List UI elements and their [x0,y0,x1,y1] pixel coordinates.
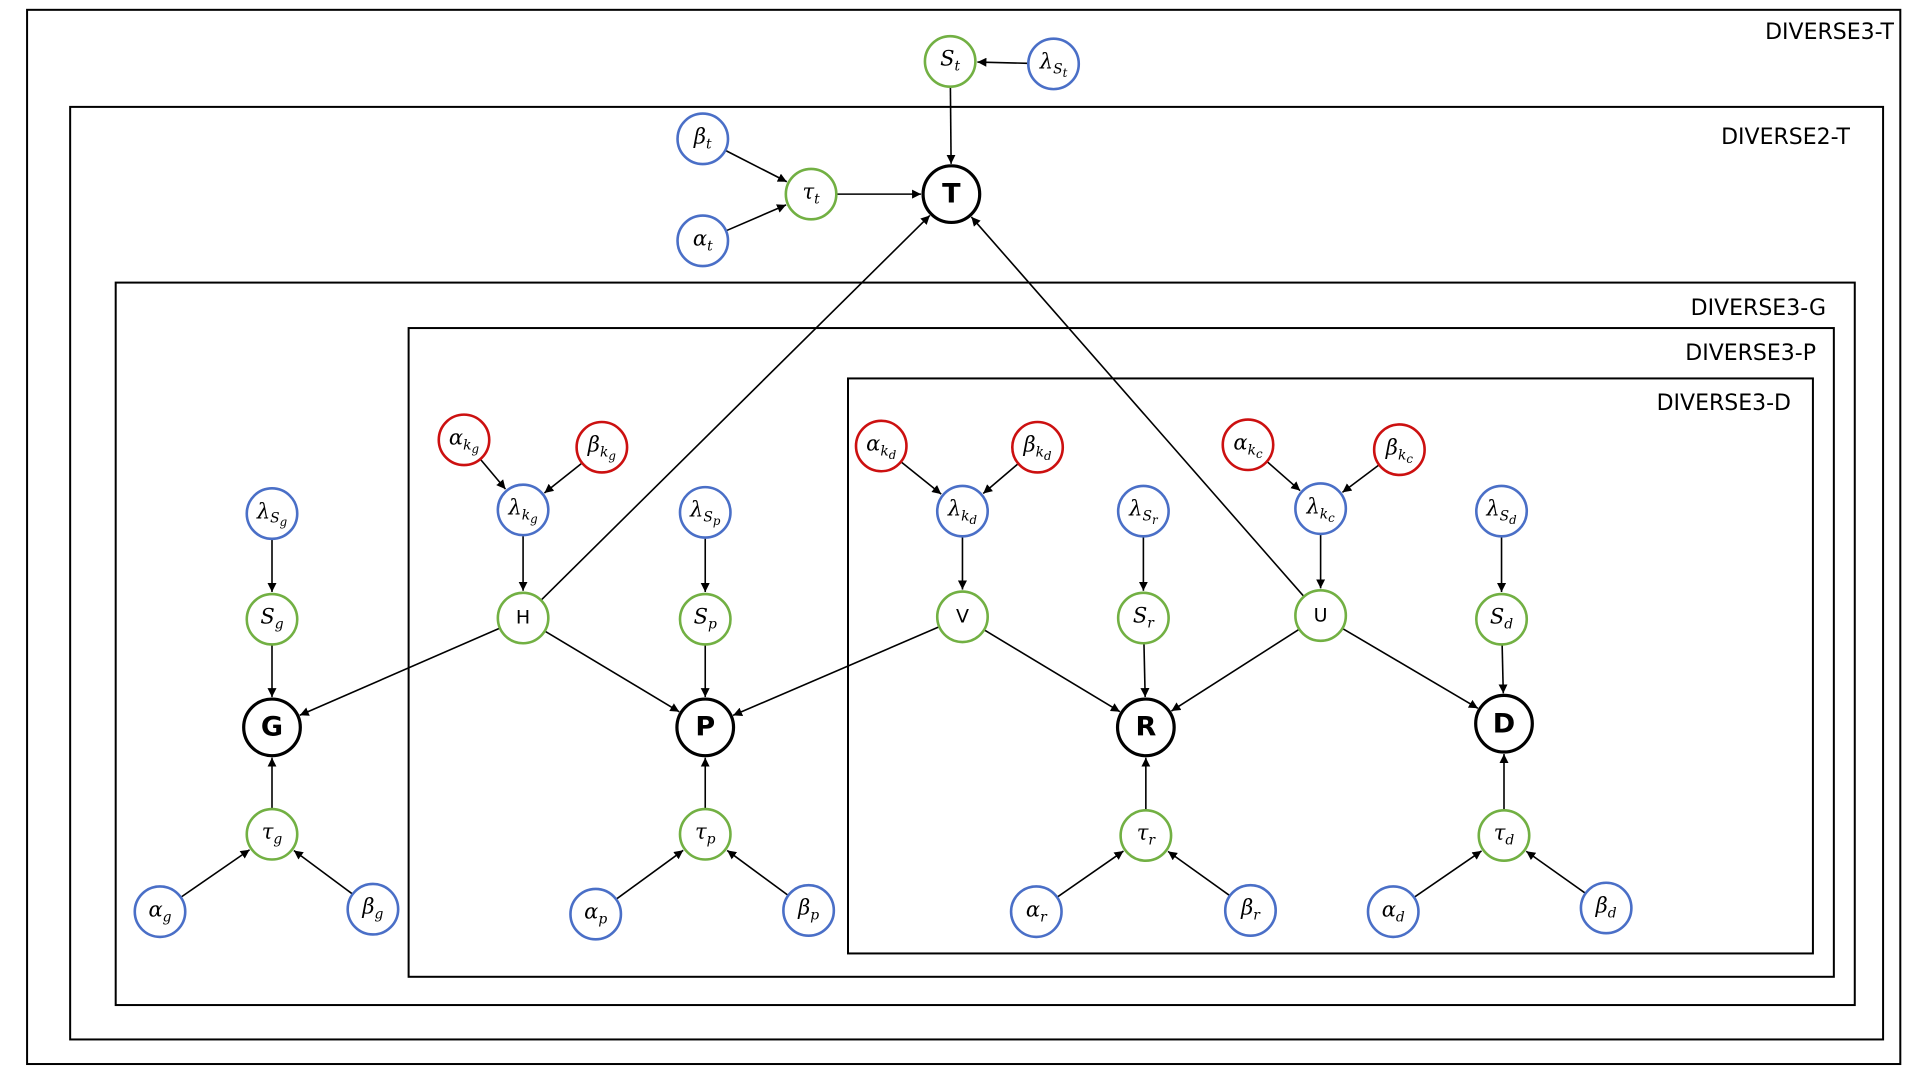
edge-H-to-T [541,214,931,601]
node-R [1115,697,1176,758]
node-lambda-kc [1294,482,1348,536]
plate-diverse3-d [847,377,1814,955]
node-lambda-Sg [245,487,299,541]
edge-beta-kg-to-lambda-kg [543,462,582,494]
edge-S-d-to-D [1498,645,1508,694]
edge-alpha-r-to-tau-r [1057,850,1124,898]
edge-U-to-D [1342,628,1479,709]
edge-alpha-d-to-tau-d [1414,850,1483,898]
node-lambda-kd [935,484,989,538]
node-tau-g [245,807,299,861]
node-alpha-p [569,887,623,941]
edge-alpha-kd-to-lambda-kd [901,461,942,495]
edge-H-to-P [545,630,680,713]
edge-S-r-to-R [1140,644,1150,698]
node-lambda-Sp [678,485,732,539]
node-T [921,164,982,225]
node-lambda-St [1027,37,1081,91]
edge-S-t-to-T [946,87,956,164]
node-beta-r [1223,883,1277,937]
edge-U-to-T [970,216,1304,597]
edge-alpha-p-to-tau-p [616,849,684,900]
node-beta-kg [575,420,629,474]
plate-diverse3-t [26,8,1902,1066]
edge-beta-t-to-tau-t [725,150,788,183]
plate-diverse2-t [69,105,1885,1041]
edge-beta-g-to-tau-g [293,849,353,895]
node-U [1294,589,1348,643]
node-alpha-kg [437,413,491,467]
node-V [935,590,989,644]
edge-beta-kd-to-lambda-kd [982,463,1019,495]
node-beta-t [676,112,730,166]
edge-beta-p-to-tau-p [726,849,788,896]
node-alpha-t [676,214,730,268]
edge-V-to-R [984,629,1121,713]
node-tau-p [678,807,732,861]
node-P [675,697,736,758]
edge-beta-r-to-tau-r [1167,850,1230,896]
edge-beta-kc-to-lambda-kc [1341,464,1379,493]
node-S-r [1116,591,1170,645]
edge-beta-d-to-tau-d [1525,850,1586,894]
node-S-g [245,592,299,646]
node-H [496,591,550,645]
edge-alpha-kc-to-lambda-kc [1267,461,1301,492]
edge-alpha-kg-to-lambda-kg [480,459,507,490]
node-D [1474,693,1534,754]
node-lambda-Sd [1475,484,1529,538]
node-alpha-kd [854,419,908,473]
node-alpha-r [1009,885,1063,939]
node-alpha-kc [1221,418,1275,472]
node-tau-d [1477,808,1531,863]
node-lambda-kg [496,483,550,537]
plate-diverse3-g [114,281,1856,1007]
node-beta-g [346,882,400,936]
node-S-t [923,34,977,88]
edge-alpha-g-to-tau-g [181,849,251,898]
edge-lambda-St-to-S-t [977,57,1028,67]
plate-diverse3-p [407,327,1835,978]
node-alpha-g [133,885,187,939]
node-alpha-d [1366,885,1420,939]
node-lambda-Sr [1116,484,1170,538]
node-tau-t [784,167,838,221]
node-S-d [1475,592,1529,646]
edge-U-to-R [1170,629,1299,712]
node-S-p [678,592,732,646]
edge-H-to-G [299,627,500,717]
node-tau-r [1119,808,1173,863]
node-beta-kc [1372,423,1426,477]
node-beta-p [782,883,836,937]
edge-V-to-P [732,626,939,717]
node-beta-kd [1011,420,1065,474]
node-G [242,697,302,758]
edge-alpha-t-to-tau-t [726,204,787,232]
node-beta-d [1579,881,1633,935]
